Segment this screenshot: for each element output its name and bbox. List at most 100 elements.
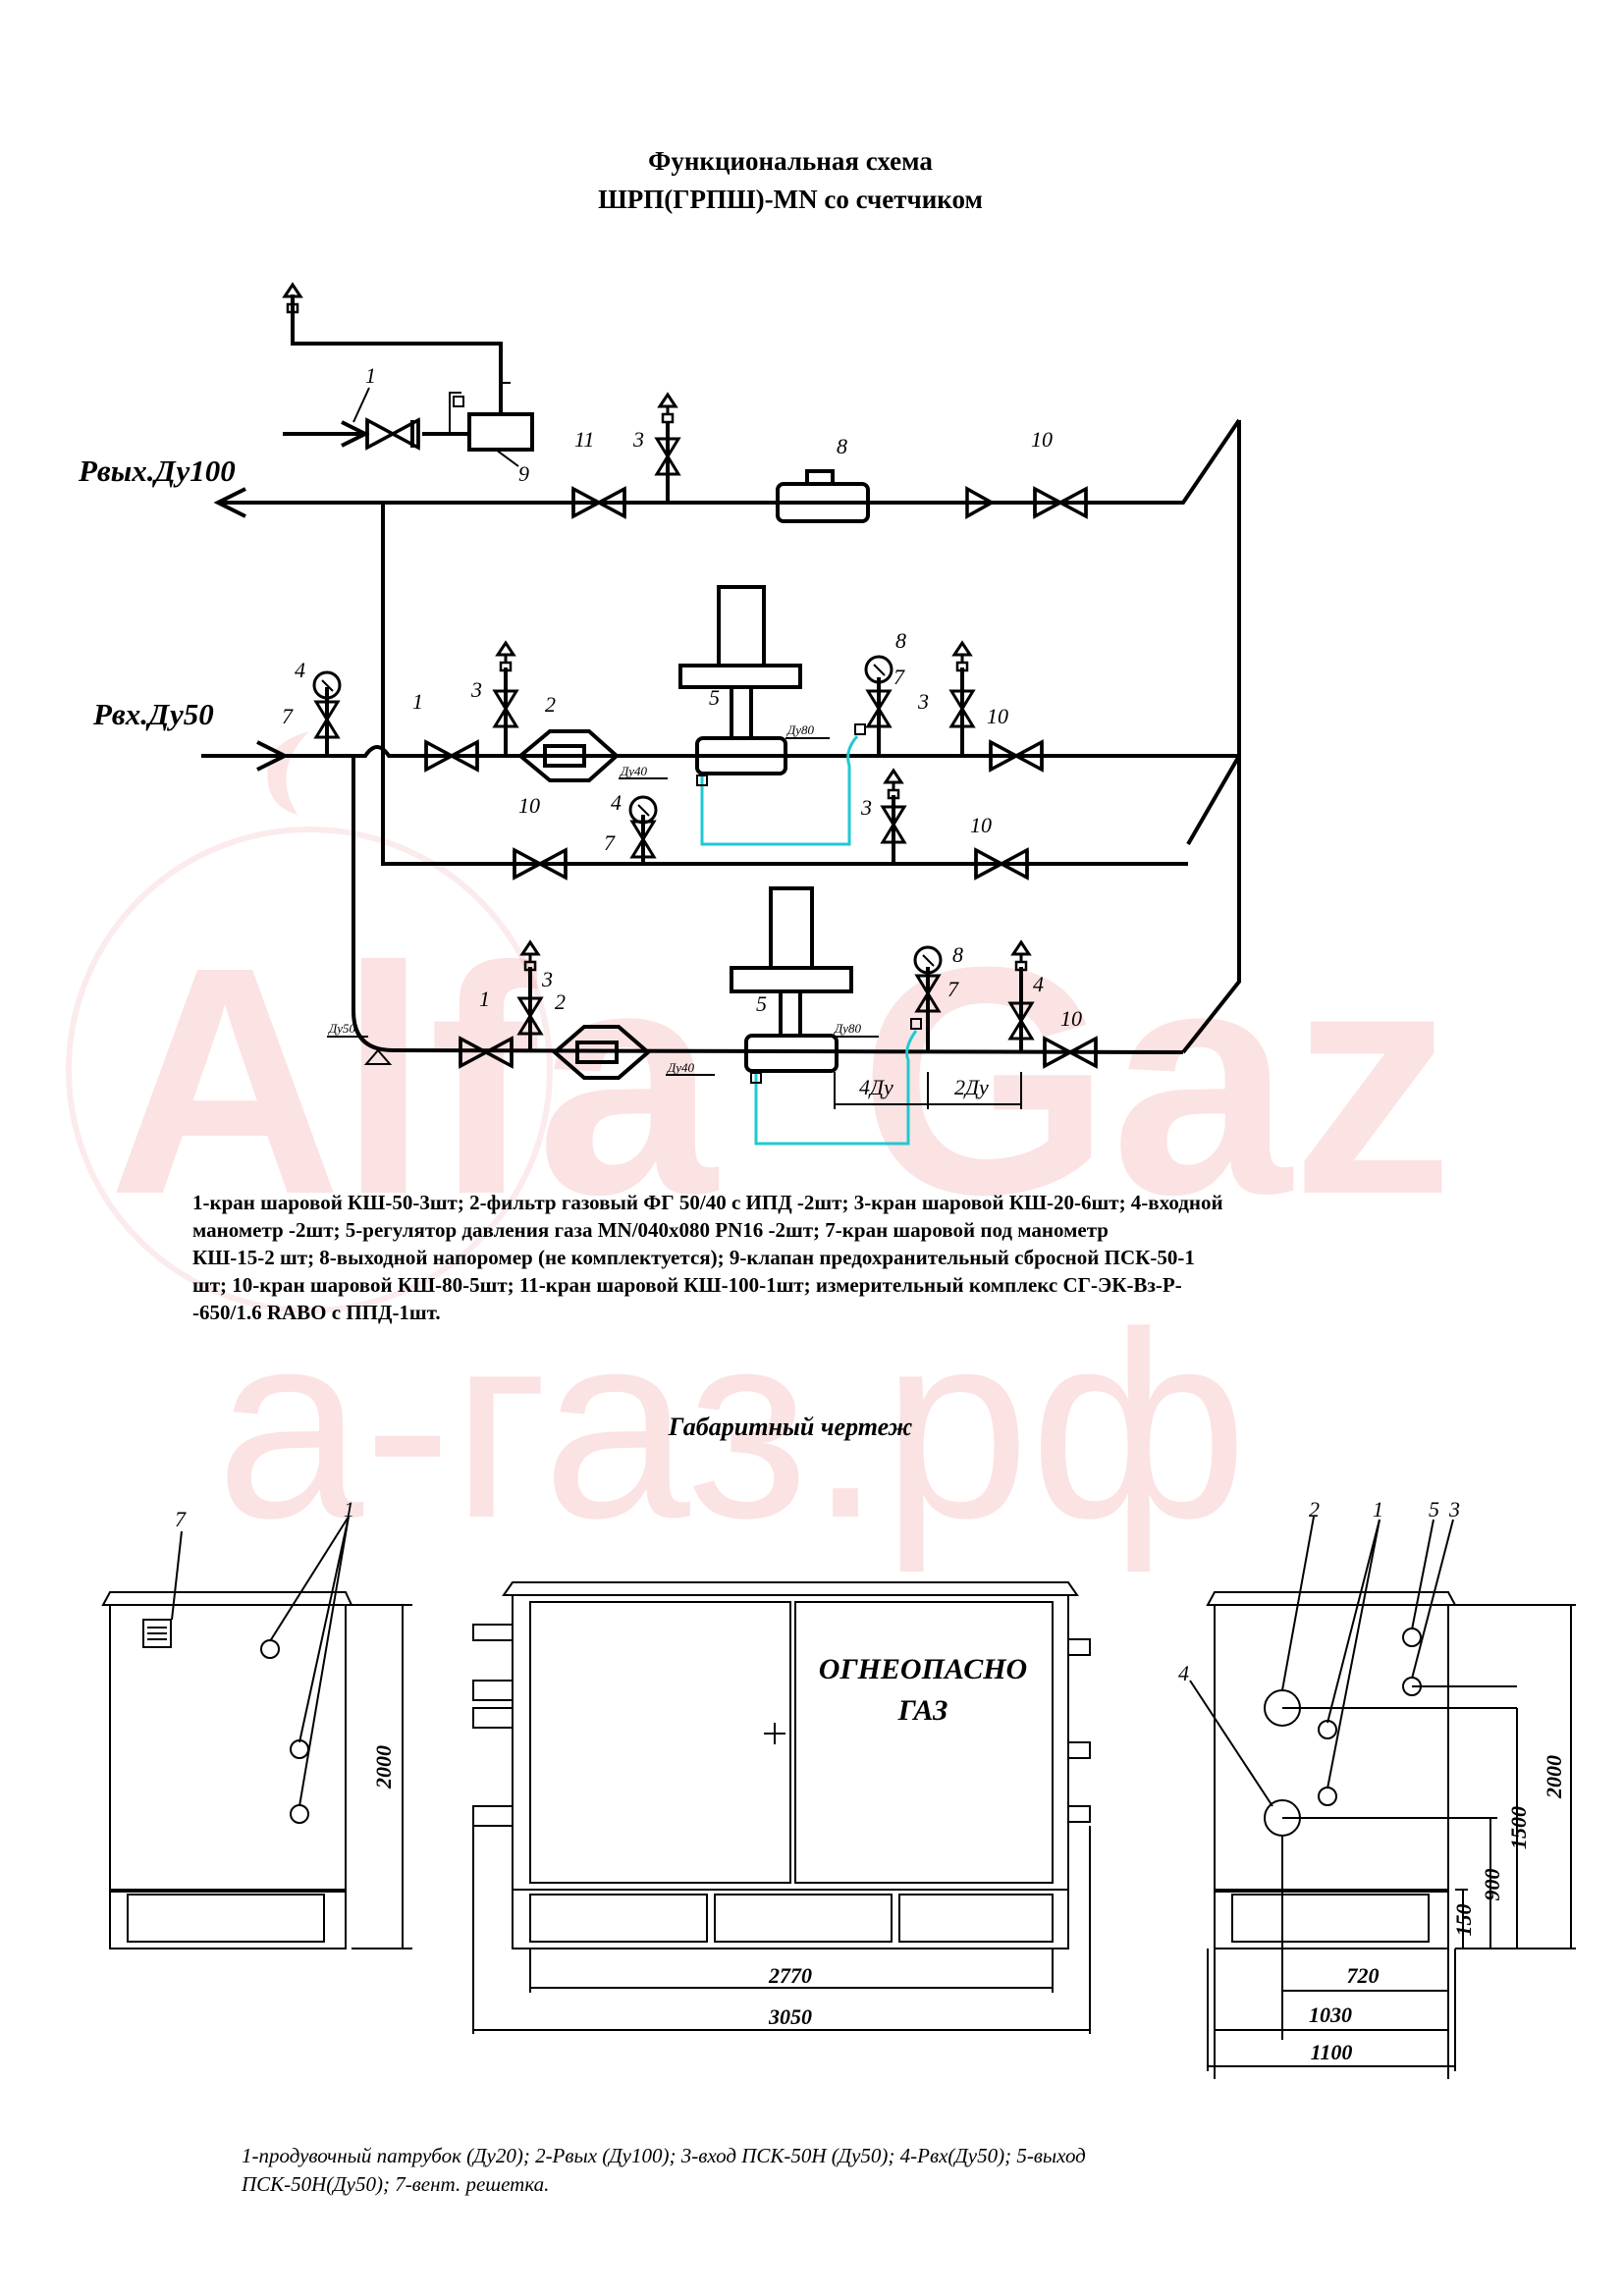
vent-outlet-icon (658, 393, 677, 424)
filter-2-upper[interactable] (516, 729, 621, 782)
filter-2-upper-core (543, 744, 586, 768)
side-right-purge-2 (1318, 1787, 1337, 1806)
front-base-cell-3 (898, 1894, 1054, 1943)
leader-1c-left (298, 1516, 350, 1807)
psk-valve-9[interactable] (467, 412, 534, 452)
psk-arrow (341, 420, 370, 448)
dim-right-height: 2000 (1542, 1755, 1566, 1799)
vent-grille-icon (142, 1619, 172, 1648)
scheme-legend-line-4: шт; 10-кран шаровой КШ-80-5шт; 11-кран ш… (192, 1273, 1182, 1297)
right-riser (1181, 420, 1241, 1054)
psk-outlet-port-5 (1402, 1628, 1422, 1647)
leader-1a-right (1326, 1519, 1380, 1724)
side-right-purge-1 (1318, 1720, 1337, 1739)
num-10-bypass-b: 10 (970, 813, 992, 837)
vent-bypass-icon (884, 769, 903, 800)
num-5-lower: 5 (756, 991, 767, 1016)
front-door-left (529, 1601, 791, 1884)
regulator-5-lower-head (769, 886, 814, 970)
leader-4-right (1189, 1680, 1273, 1807)
num-7-inlet: 7 (282, 704, 294, 728)
filter-2-lower[interactable] (551, 1025, 652, 1080)
num-10-upper: 10 (987, 704, 1008, 728)
num-3-lower: 3 (541, 967, 553, 991)
side-left-roof (101, 1591, 353, 1606)
dy80-upper: Ду80 (785, 722, 815, 737)
scheme-legend-line-3: КШ-15-2 шт; 8-выходной напоромер (не ком… (192, 1246, 1195, 1269)
num-8-upper: 8 (895, 628, 906, 653)
num-4-lower: 4 (1033, 972, 1044, 996)
vent-upper-icon (496, 641, 515, 672)
support-icon (363, 1048, 393, 1065)
dim-2dn-label: 2Ду (954, 1075, 989, 1099)
callout-3-right: 3 (1448, 1497, 1460, 1522)
warning-sign-line2: ГАЗ (897, 1694, 948, 1727)
check-valve (965, 486, 996, 519)
dy40-upper: Ду40 (619, 764, 648, 778)
dim-4dn-label: 4Ду (859, 1075, 893, 1099)
leader-7-left (171, 1530, 183, 1621)
regulator-5-upper-stem (730, 685, 753, 740)
filter-2-lower-core (575, 1041, 619, 1064)
num-10-bypass-a: 10 (518, 793, 540, 818)
num-1-upper: 1 (412, 689, 423, 714)
upper-line-pipe (201, 745, 1239, 758)
dim-1030: 1030 (1309, 2002, 1352, 2027)
impulse-line-lower (754, 1030, 918, 1146)
leader-5-right (1411, 1519, 1435, 1630)
gas-meter-head (805, 469, 835, 486)
leader-2-right (1281, 1516, 1315, 1691)
warning-sign-line1: ОГНЕОПАСНО (819, 1653, 1027, 1685)
drawing-legend: 1-продувочный патрубок (Ду20); 2-Рвых (Д… (241, 2144, 1086, 2196)
side-right-base-inner (1231, 1894, 1430, 1943)
front-roof (502, 1581, 1079, 1596)
front-nozzle-7 (1067, 1805, 1091, 1823)
dim-720: 720 (1347, 1963, 1380, 1988)
dy50-lower: Ду50 (327, 1021, 356, 1036)
num-3-upper2: 3 (917, 689, 929, 714)
inlet-label: Рвх.Ду50 (92, 697, 214, 731)
dim-2770: 2770 (768, 1963, 812, 1988)
callout-1-left: 1 (344, 1497, 354, 1522)
impulse-fitting-lower (750, 1072, 762, 1084)
num-3-outlet: 3 (632, 427, 644, 452)
callout-1-right: 1 (1373, 1497, 1383, 1522)
psk-impulse-tube (449, 392, 461, 434)
outlet-label: Рвых.Ду100 (78, 454, 236, 488)
impulse-line-upper (700, 735, 859, 846)
num-3-bypass: 3 (860, 795, 872, 820)
num-8-meter: 8 (837, 434, 847, 458)
regulator-5-lower-plate (730, 966, 853, 993)
vent-upper2-icon (952, 641, 972, 672)
scheme-legend-line-1: 1-кран шаровой КШ-50-3шт; 2-фильтр газов… (192, 1191, 1223, 1214)
num-4-inlet: 4 (295, 658, 305, 682)
regulator-5-lower-stem (779, 989, 802, 1038)
leader-1b-left (298, 1516, 350, 1743)
leader-9 (495, 449, 519, 467)
callout-5-right: 5 (1429, 1497, 1439, 1522)
dy80-lower: Ду80 (833, 1021, 862, 1036)
num-1-lower: 1 (479, 987, 490, 1011)
callout-2-right: 2 (1309, 1497, 1320, 1522)
front-view: ОГНЕОПАСНО ГАЗ 2770 3050 (472, 1581, 1091, 2034)
num-10-outlet: 10 (1031, 427, 1053, 452)
bypass-pipe (381, 503, 1188, 866)
watermark-site: а-газ.рф (216, 1278, 1248, 1575)
num-9: 9 (518, 461, 529, 486)
scheme-title-line1: Функциональная схема (648, 146, 933, 176)
front-nozzle-4 (472, 1805, 514, 1827)
num-7-lower: 7 (947, 977, 959, 1001)
functional-scheme: Рвых.Ду100 Рвх.Ду50 4 7 1 9 (78, 283, 1241, 1146)
dim-1100: 1100 (1311, 2040, 1353, 2064)
num-8-lower: 8 (952, 942, 963, 967)
front-base-cell-2 (714, 1894, 893, 1943)
num-11: 11 (574, 427, 594, 452)
front-nozzle-5 (1067, 1638, 1091, 1656)
num-1-psk: 1 (365, 363, 376, 388)
leader-1-psk (352, 387, 370, 423)
impulse-fitting-lower-2 (910, 1018, 922, 1030)
watermark-ring (66, 827, 553, 1313)
front-nozzle-3 (472, 1707, 514, 1729)
front-nozzle-2 (472, 1680, 514, 1701)
leader-3-right (1411, 1519, 1454, 1680)
